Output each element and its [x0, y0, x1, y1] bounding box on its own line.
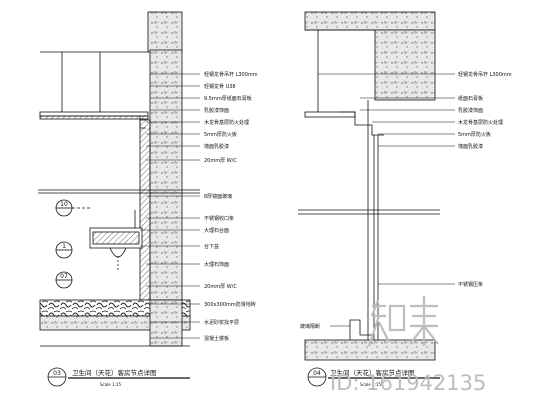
left-callout-2: 轻钢龙骨 U38	[204, 83, 236, 90]
right-callout-7: 不锈钢压条	[458, 281, 483, 288]
left-marker-1	[55, 241, 73, 259]
left-callout-8: 20mm厚 W/C	[204, 158, 237, 164]
right-callout-3: 乳胶漆饰面	[458, 107, 483, 114]
left-callout-5: 木龙骨基层防火处理	[204, 119, 249, 126]
right-side-note: 玻璃隔断	[300, 323, 320, 330]
left-callout-16: 水泥砂浆找平层	[204, 319, 239, 326]
left-callout-12: 台下盆	[204, 243, 219, 250]
left-callout-17: 混凝土楼板	[204, 335, 229, 342]
left-callout-4: 乳胶漆饰面	[204, 107, 229, 114]
right-callout-4: 木龙骨基层防火处理	[458, 119, 503, 126]
left-callout-6: 5mm厚防火板	[204, 131, 237, 138]
left-wall-concrete	[149, 49, 183, 301]
watermark: 知末 ID: 161942135	[330, 296, 486, 395]
left-callout-13: 大理石饰面	[204, 261, 229, 268]
left-leaders	[140, 73, 200, 339]
right-callout-5: 5mm厚防火板	[458, 131, 491, 138]
left-scale: Scale 1:15	[100, 382, 121, 387]
left-callout-11: 大理石台面	[204, 227, 229, 234]
left-marker-a-label: 1	[62, 243, 66, 250]
right-title: 卫生间（天花）客房节点详图	[330, 368, 415, 377]
right-upper-beam	[374, 29, 436, 101]
left-floor-wall-base	[149, 299, 183, 347]
left-callout-1: 轻钢龙骨吊杆 L300mm	[204, 71, 258, 78]
left-vanity-basin	[92, 231, 140, 245]
right-detail	[298, 11, 455, 387]
right-ceiling-board	[304, 111, 356, 118]
left-callout-15: 300x300mm防滑地砖	[204, 301, 256, 308]
right-callout-6: 墙面乳胶漆	[458, 143, 483, 150]
right-title-number: 04	[313, 370, 321, 377]
left-callout-10: 不锈钢收口条	[204, 215, 234, 222]
left-ceiling-trim	[120, 115, 146, 129]
watermark-logo-icon	[367, 296, 439, 347]
left-markers-text: 10 1 07 03	[53, 201, 68, 377]
left-ceiling-board	[39, 111, 149, 117]
left-marker-b-label: 07	[60, 273, 68, 280]
left-detail	[38, 11, 200, 387]
left-marker-top-label: 10	[60, 201, 68, 208]
watermark-id: ID: 161942135	[330, 371, 486, 395]
left-title: 卫生间（天花）客房节点详图	[72, 368, 157, 377]
right-callouts: 轻钢龙骨吊杆 L300mm 纸面石膏板 乳胶漆饰面 木龙骨基层防火处理 5mm厚…	[458, 71, 512, 288]
right-top-slab	[304, 11, 436, 31]
left-wall-finish	[139, 119, 151, 301]
left-title-number: 03	[53, 370, 61, 377]
left-callout-14: 20mm厚 W/C	[204, 284, 237, 290]
left-marker-10	[55, 199, 90, 217]
right-callout-1: 轻钢龙骨吊杆 L300mm	[458, 71, 512, 78]
left-callout-3: 9.5mm厚纸面石膏板	[204, 95, 252, 102]
left-marker-07	[55, 271, 73, 289]
left-basin-bowl	[109, 247, 127, 258]
right-callout-2: 纸面石膏板	[458, 95, 483, 102]
right-floor-trim	[349, 319, 372, 340]
right-leaders	[318, 73, 455, 327]
left-top-slab	[147, 11, 183, 53]
left-callout-7: 墙面乳胶漆	[204, 143, 229, 150]
left-callout-9: 8厚镜面玻璃	[204, 193, 232, 200]
left-ceiling-frame	[39, 115, 149, 120]
right-scale: Scale 1:15	[360, 382, 381, 387]
left-callouts: 轻钢龙骨吊杆 L300mm 轻钢龙骨 U38 9.5mm厚纸面石膏板 乳胶漆饰面…	[204, 71, 258, 342]
